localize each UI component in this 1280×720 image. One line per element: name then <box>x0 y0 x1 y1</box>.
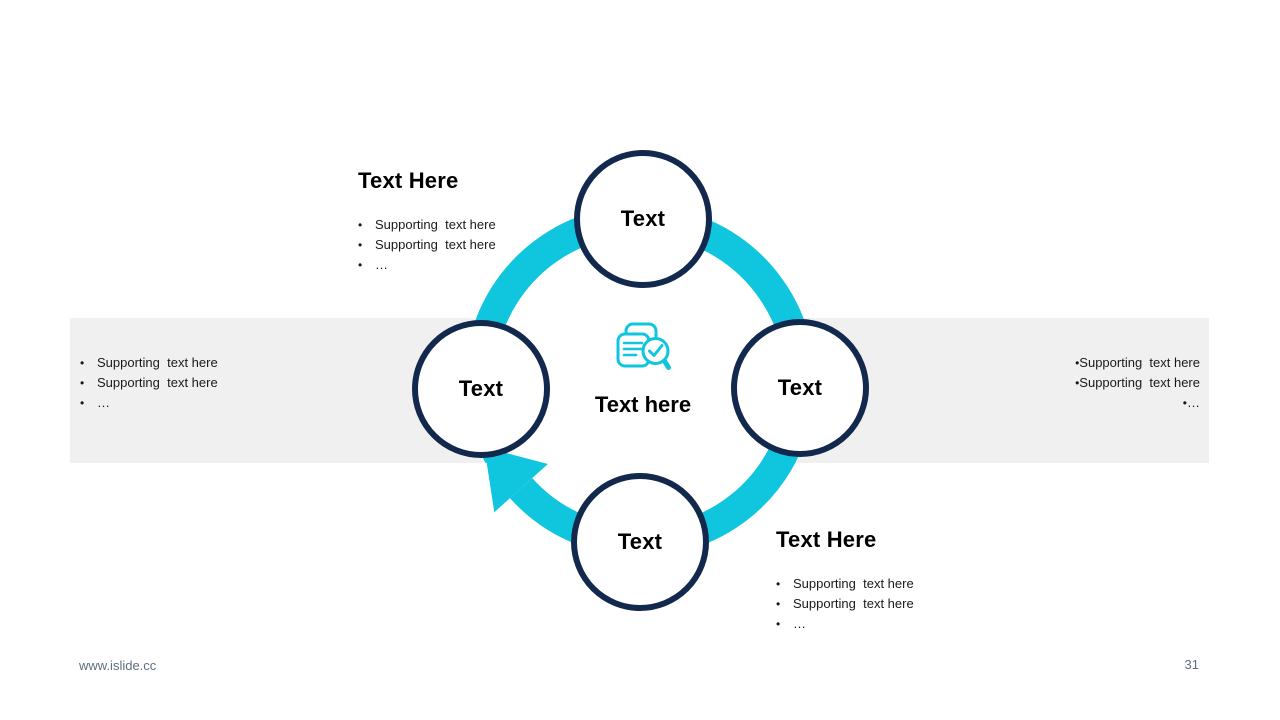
bullet-item: •… <box>776 614 1016 634</box>
bullet-text: Supporting text here <box>1079 355 1200 370</box>
bullet-dot: • <box>1075 356 1080 370</box>
bullet-list: • Supporting text here • Supporting text h… <box>776 574 1016 634</box>
bullet-text: … <box>793 616 806 631</box>
block-heading: Text Here <box>358 168 459 193</box>
bullet-dot: • <box>1075 376 1080 390</box>
bullet-text: Supporting text here <box>97 355 218 370</box>
bullet-text: Supporting text here <box>375 217 496 232</box>
bullet-item: • Supporting text here <box>80 353 340 373</box>
bullet-dot: • <box>80 396 85 410</box>
bullet-text: … <box>1187 395 1200 410</box>
cycle-node-right: Text <box>731 319 869 457</box>
bullet-dot: • <box>1182 396 1187 410</box>
cycle-node-right-label: Text <box>777 375 823 400</box>
bullet-item: •… <box>80 393 340 413</box>
page-number: 31 <box>1184 657 1199 672</box>
bullet-item: •… <box>358 255 598 275</box>
bullet-dot: • <box>776 577 781 591</box>
bullet-dot: • <box>80 376 85 390</box>
center-label: Text here <box>594 392 692 417</box>
bullet-list: • Supporting text here • Supporting text h… <box>358 215 598 275</box>
bullet-dot: • <box>776 597 781 611</box>
bullet-dot: • <box>358 258 363 272</box>
bullet-item: •Supporting text here <box>940 373 1200 393</box>
cycle-node-left-label: Text <box>458 376 504 401</box>
bullet-dot: • <box>358 218 363 232</box>
bullet-text: Supporting text here <box>1079 375 1200 390</box>
bullet-item: • Supporting text here <box>358 235 598 255</box>
block-heading: Text Here <box>776 527 877 552</box>
bullet-dot: • <box>776 617 781 631</box>
cycle-node-bottom-label: Text <box>617 529 663 554</box>
bullet-text: Supporting text here <box>793 576 914 591</box>
cycle-arrowhead-icon <box>484 447 548 513</box>
bullet-text: Supporting text here <box>793 596 914 611</box>
bullet-list: •Supporting text here •Supporting text h… <box>940 353 1200 413</box>
text-block-top-left: Text Here • Supporting text here • Support… <box>358 168 598 275</box>
bullet-item: •… <box>940 393 1200 413</box>
bullet-item: • Supporting text here <box>358 215 598 235</box>
bullet-text: … <box>97 395 110 410</box>
bullet-item: • Supporting text here <box>776 594 1016 614</box>
cycle-node-bottom: Text <box>571 473 709 611</box>
bullet-item: • Supporting text here <box>776 574 1016 594</box>
text-block-left-band: • Supporting text here • Supporting text h… <box>80 353 340 413</box>
text-block-right-band: •Supporting text here •Supporting text h… <box>940 353 1200 413</box>
text-block-bottom-right: Text Here • Supporting text here • Support… <box>776 527 1016 634</box>
bullet-list: • Supporting text here • Supporting text h… <box>80 353 340 413</box>
ring-inner-mask <box>464 205 816 557</box>
documents-search-check-icon <box>616 322 671 370</box>
bullet-dot: • <box>80 356 85 370</box>
bullet-text: … <box>375 257 388 272</box>
bullet-text: Supporting text here <box>97 375 218 390</box>
cycle-node-top: Text <box>574 150 712 288</box>
bullet-dot: • <box>358 238 363 252</box>
cycle-node-left: Text <box>412 320 550 458</box>
bullet-text: Supporting text here <box>375 237 496 252</box>
footer-website: www.islide.cc <box>79 658 157 673</box>
bullet-item: •Supporting text here <box>940 353 1200 373</box>
cycle-node-top-label: Text <box>620 206 666 231</box>
bullet-item: • Supporting text here <box>80 373 340 393</box>
